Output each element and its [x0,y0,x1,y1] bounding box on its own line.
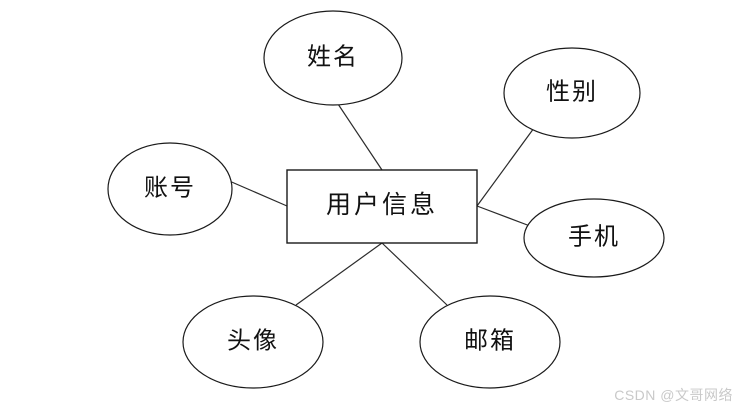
attribute-label-gender: 性别 [546,79,598,106]
attribute-label-email: 邮箱 [464,328,516,355]
connector-line-mobile [476,205,531,227]
attribute-ellipse-account[interactable] [107,142,233,236]
connector-line-name [337,103,383,171]
connector-line-avatar [295,242,383,306]
attribute-label-avatar: 头像 [227,328,279,355]
connector-line-email [381,242,448,306]
connector-line-account [226,179,288,207]
attribute-node-account[interactable]: 账号 [107,142,233,236]
attribute-ellipse-gender[interactable] [503,47,641,139]
entity-rectangle-user-info[interactable] [286,169,478,244]
attribute-node-avatar[interactable]: 头像 [182,295,324,389]
entity-label-user-info: 用户信息 [326,191,438,219]
entity-node-user-info[interactable]: 用户信息 [286,169,478,244]
attribute-node-mobile[interactable]: 手机 [523,198,665,278]
attribute-ellipse-mobile[interactable] [523,198,665,278]
attribute-ellipse-name[interactable] [263,10,403,106]
attribute-ellipse-email[interactable] [419,295,561,389]
attribute-label-name: 姓名 [307,44,359,71]
csdn-watermark: CSDN @文哥网络 [614,387,733,403]
attribute-node-gender[interactable]: 性别 [503,47,641,139]
attribute-ellipse-avatar[interactable] [182,295,324,389]
attribute-node-name[interactable]: 姓名 [263,10,403,106]
attribute-label-mobile: 手机 [568,224,620,251]
connector-lines [226,103,535,306]
connector-line-gender [476,127,535,207]
attribute-label-account: 账号 [144,175,196,202]
attribute-node-email[interactable]: 邮箱 [419,295,561,389]
